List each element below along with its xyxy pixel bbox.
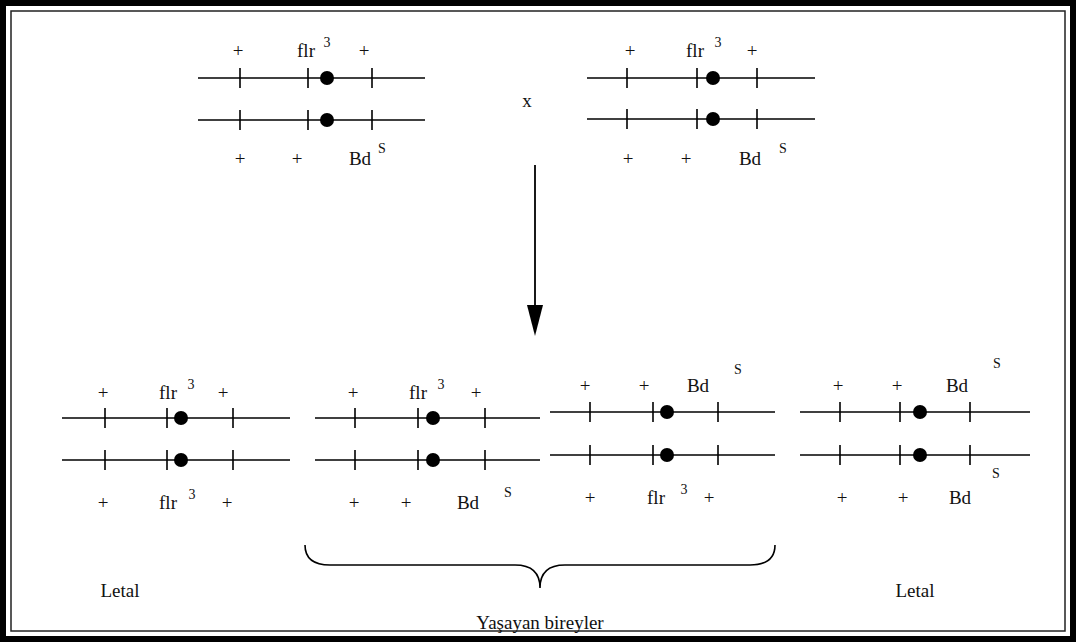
inner-frame — [11, 11, 1065, 631]
gene-label: Bd — [687, 376, 709, 395]
gene-label: Bd — [349, 149, 371, 168]
gene-label: 3 — [681, 483, 688, 497]
gene-label: flr — [159, 493, 177, 512]
gene-label: + — [98, 383, 109, 402]
gene-label: + — [233, 41, 244, 60]
gene-label: flr — [409, 383, 427, 402]
gene-label: S — [734, 363, 742, 377]
gene-label: S — [504, 486, 512, 500]
centromere-dots — [174, 71, 927, 467]
gene-label: + — [401, 493, 412, 512]
gene-label: + — [98, 493, 109, 512]
gene-label: + — [222, 493, 233, 512]
gene-label: Bd — [457, 493, 479, 512]
brace — [305, 545, 775, 588]
gene-label: + — [837, 488, 848, 507]
gene-label: + — [580, 376, 591, 395]
gene-label: 3 — [715, 36, 722, 50]
gene-label: + — [359, 41, 370, 60]
gene-label: flr — [297, 41, 315, 60]
gene-label: + — [348, 383, 359, 402]
gene-label: S — [992, 467, 1000, 481]
outer-frame — [3, 3, 1073, 639]
caption-label: Yaşayan bireyler — [476, 613, 603, 632]
gene-label: flr — [159, 383, 177, 402]
cross-arrow — [527, 165, 543, 336]
gene-label: 3 — [188, 378, 195, 392]
gene-label: + — [349, 493, 360, 512]
gene-label: Bd — [739, 149, 761, 168]
gene-label: 3 — [438, 378, 445, 392]
gene-label: + — [292, 149, 303, 168]
gene-label: flr — [647, 488, 665, 507]
gene-label: + — [625, 41, 636, 60]
gene-label: flr — [686, 41, 704, 60]
gene-label: 3 — [324, 36, 331, 50]
gene-label: Bd — [949, 488, 971, 507]
gene-label: Letal — [100, 581, 139, 600]
gene-label: + — [892, 376, 903, 395]
gene-label: + — [898, 488, 909, 507]
gene-label: + — [585, 488, 596, 507]
gene-label: Letal — [895, 581, 934, 600]
gene-label: + — [471, 383, 482, 402]
gene-label: + — [681, 149, 692, 168]
gene-label: Bd — [946, 376, 968, 395]
gene-label: + — [639, 376, 650, 395]
gene-label: S — [779, 142, 787, 156]
gene-label: 3 — [189, 488, 196, 502]
gene-label: + — [833, 376, 844, 395]
gene-label: x — [522, 91, 532, 110]
gene-label: + — [747, 41, 758, 60]
chromosome-lines — [62, 68, 1030, 470]
gene-label: S — [378, 142, 386, 156]
gene-label: + — [235, 149, 246, 168]
gene-label: + — [623, 149, 634, 168]
gene-label: S — [993, 357, 1001, 371]
gene-label: + — [218, 383, 229, 402]
gene-label: + — [704, 488, 715, 507]
